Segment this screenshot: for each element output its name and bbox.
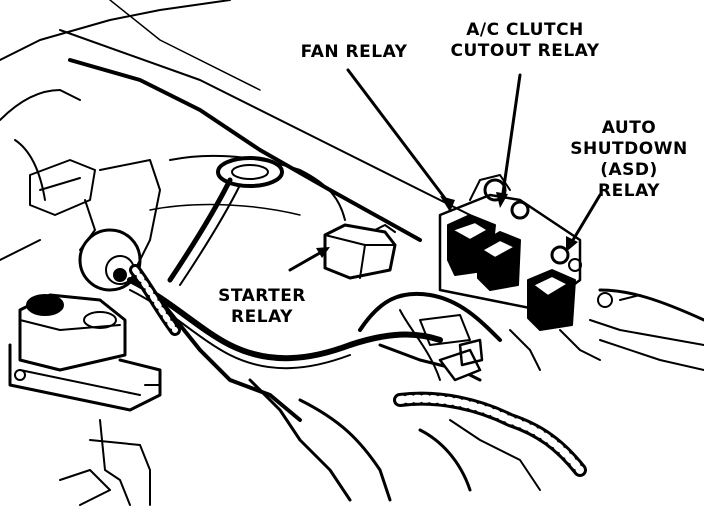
ac-clutch-label-line1: A/C CLUTCH — [466, 20, 584, 40]
ac-clutch-cutout-relay-label: A/C CLUTCH CUTOUT RELAY — [442, 20, 608, 62]
ac-clutch-label-line2: CUTOUT RELAY — [450, 41, 600, 61]
asd-label-line4: RELAY — [598, 181, 660, 201]
asd-label-line1: AUTO — [601, 118, 657, 138]
fan-relay-label-text: FAN RELAY — [300, 42, 408, 62]
starter-relay-label: STARTER RELAY — [214, 286, 310, 328]
asd-label-line3: (ASD) — [600, 160, 658, 180]
starter-label-line1: STARTER — [218, 286, 306, 306]
asd-label-line2: SHUTDOWN — [570, 139, 688, 159]
starter-label-line2: RELAY — [231, 307, 293, 327]
fan-relay-label: FAN RELAY — [294, 42, 414, 63]
asd-relay-label: AUTO SHUTDOWN (ASD) RELAY — [566, 118, 692, 202]
